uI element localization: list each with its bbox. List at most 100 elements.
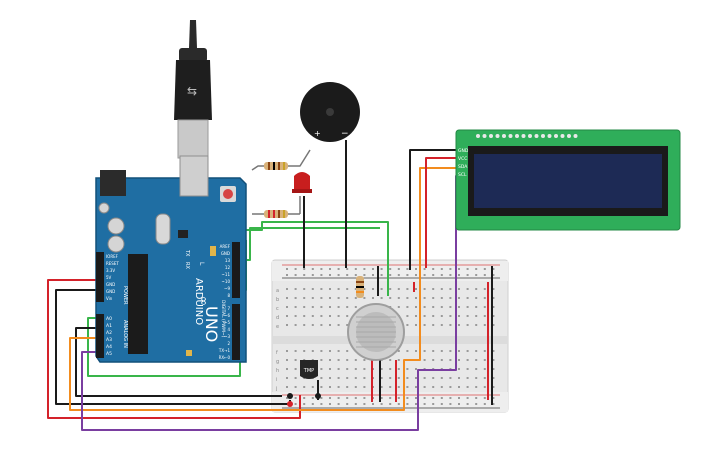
breadboard-hole[interactable]	[458, 268, 460, 270]
breadboard-hole[interactable]	[329, 274, 331, 276]
breadboard-hole[interactable]	[320, 268, 323, 270]
breadboard-hole[interactable]	[432, 315, 435, 317]
breadboard-hole[interactable]	[354, 377, 357, 379]
breadboard-hole[interactable]	[320, 306, 323, 308]
breadboard-hole[interactable]	[329, 288, 331, 290]
breadboard-hole[interactable]	[311, 324, 314, 326]
breadboard-hole[interactable]	[449, 306, 452, 308]
breadboard-hole[interactable]	[475, 324, 478, 326]
breadboard-hole[interactable]	[483, 386, 486, 388]
breadboard-hole[interactable]	[492, 274, 495, 276]
breadboard-hole[interactable]	[346, 288, 349, 290]
breadboard-hole[interactable]	[320, 386, 323, 388]
breadboard-hole[interactable]	[389, 377, 392, 379]
breadboard-hole[interactable]	[423, 403, 426, 405]
breadboard-hole[interactable]	[320, 368, 323, 370]
breadboard-hole[interactable]	[329, 397, 331, 399]
breadboard-hole[interactable]	[286, 386, 288, 388]
breadboard-hole[interactable]	[337, 359, 340, 361]
gas-sensor[interactable]	[347, 303, 405, 361]
breadboard-hole[interactable]	[337, 403, 340, 405]
breadboard-hole[interactable]	[337, 350, 340, 352]
breadboard-hole[interactable]	[294, 315, 297, 317]
breadboard-hole[interactable]	[389, 359, 392, 361]
breadboard-hole[interactable]	[286, 324, 288, 326]
piezo-buzzer[interactable]: + −	[300, 82, 360, 142]
breadboard-hole[interactable]	[458, 297, 460, 299]
breadboard-hole[interactable]	[372, 274, 374, 276]
breadboard-hole[interactable]	[475, 297, 478, 299]
breadboard-hole[interactable]	[372, 403, 374, 405]
breadboard-hole[interactable]	[286, 297, 288, 299]
breadboard-hole[interactable]	[337, 315, 340, 317]
breadboard-hole[interactable]	[346, 403, 349, 405]
breadboard-hole[interactable]	[449, 397, 452, 399]
breadboard-hole[interactable]	[440, 288, 443, 290]
breadboard-hole[interactable]	[286, 306, 288, 308]
breadboard-hole[interactable]	[458, 288, 460, 290]
breadboard-hole[interactable]	[440, 306, 443, 308]
breadboard-hole[interactable]	[406, 288, 409, 290]
breadboard-hole[interactable]	[346, 397, 349, 399]
breadboard-hole[interactable]	[303, 297, 306, 299]
breadboard-hole[interactable]	[337, 297, 340, 299]
breadboard-hole[interactable]	[346, 324, 349, 326]
breadboard-hole[interactable]	[354, 288, 357, 290]
breadboard-hole[interactable]	[397, 386, 400, 388]
breadboard-hole[interactable]	[415, 297, 417, 299]
breadboard-hole[interactable]	[303, 350, 306, 352]
breadboard-hole[interactable]	[466, 315, 469, 317]
breadboard-hole[interactable]	[449, 274, 452, 276]
breadboard-hole[interactable]	[329, 377, 331, 379]
breadboard-hole[interactable]	[466, 377, 469, 379]
breadboard-hole[interactable]	[397, 268, 400, 270]
resistor-3[interactable]	[356, 276, 364, 298]
breadboard-hole[interactable]	[311, 386, 314, 388]
breadboard-hole[interactable]	[354, 397, 357, 399]
breadboard-hole[interactable]	[475, 397, 478, 399]
breadboard-hole[interactable]	[346, 297, 349, 299]
breadboard-hole[interactable]	[286, 350, 288, 352]
breadboard-hole[interactable]	[320, 397, 323, 399]
breadboard-hole[interactable]	[483, 397, 486, 399]
breadboard-hole[interactable]	[423, 359, 426, 361]
breadboard-hole[interactable]	[380, 297, 383, 299]
breadboard-hole[interactable]	[492, 359, 495, 361]
breadboard-hole[interactable]	[432, 324, 435, 326]
breadboard-hole[interactable]	[286, 368, 288, 370]
breadboard-hole[interactable]	[483, 359, 486, 361]
breadboard-hole[interactable]	[466, 397, 469, 399]
breadboard-hole[interactable]	[432, 268, 435, 270]
breadboard-hole[interactable]	[475, 315, 478, 317]
breadboard-hole[interactable]	[389, 386, 392, 388]
breadboard-hole[interactable]	[389, 288, 392, 290]
breadboard-hole[interactable]	[483, 274, 486, 276]
breadboard-hole[interactable]	[458, 324, 460, 326]
breadboard-hole[interactable]	[337, 397, 340, 399]
breadboard-hole[interactable]	[294, 288, 297, 290]
breadboard-hole[interactable]	[303, 386, 306, 388]
breadboard-hole[interactable]	[440, 386, 443, 388]
breadboard-hole[interactable]	[475, 274, 478, 276]
breadboard-hole[interactable]	[415, 288, 417, 290]
breadboard-hole[interactable]	[397, 359, 400, 361]
breadboard-hole[interactable]	[406, 274, 409, 276]
breadboard-hole[interactable]	[397, 274, 400, 276]
breadboard-hole[interactable]	[320, 350, 323, 352]
breadboard-hole[interactable]	[329, 386, 331, 388]
breadboard-hole[interactable]	[389, 397, 392, 399]
breadboard-hole[interactable]	[492, 315, 495, 317]
breadboard-hole[interactable]	[397, 377, 400, 379]
breadboard-hole[interactable]	[440, 274, 443, 276]
breadboard-hole[interactable]	[294, 397, 297, 399]
breadboard-hole[interactable]	[483, 403, 486, 405]
breadboard-hole[interactable]	[311, 274, 314, 276]
breadboard-hole[interactable]	[449, 297, 452, 299]
breadboard-hole[interactable]	[354, 386, 357, 388]
breadboard-hole[interactable]	[286, 288, 288, 290]
breadboard-hole[interactable]	[389, 268, 392, 270]
breadboard-hole[interactable]	[458, 315, 460, 317]
breadboard-hole[interactable]	[406, 368, 409, 370]
breadboard-hole[interactable]	[354, 359, 357, 361]
breadboard-hole[interactable]	[346, 274, 349, 276]
